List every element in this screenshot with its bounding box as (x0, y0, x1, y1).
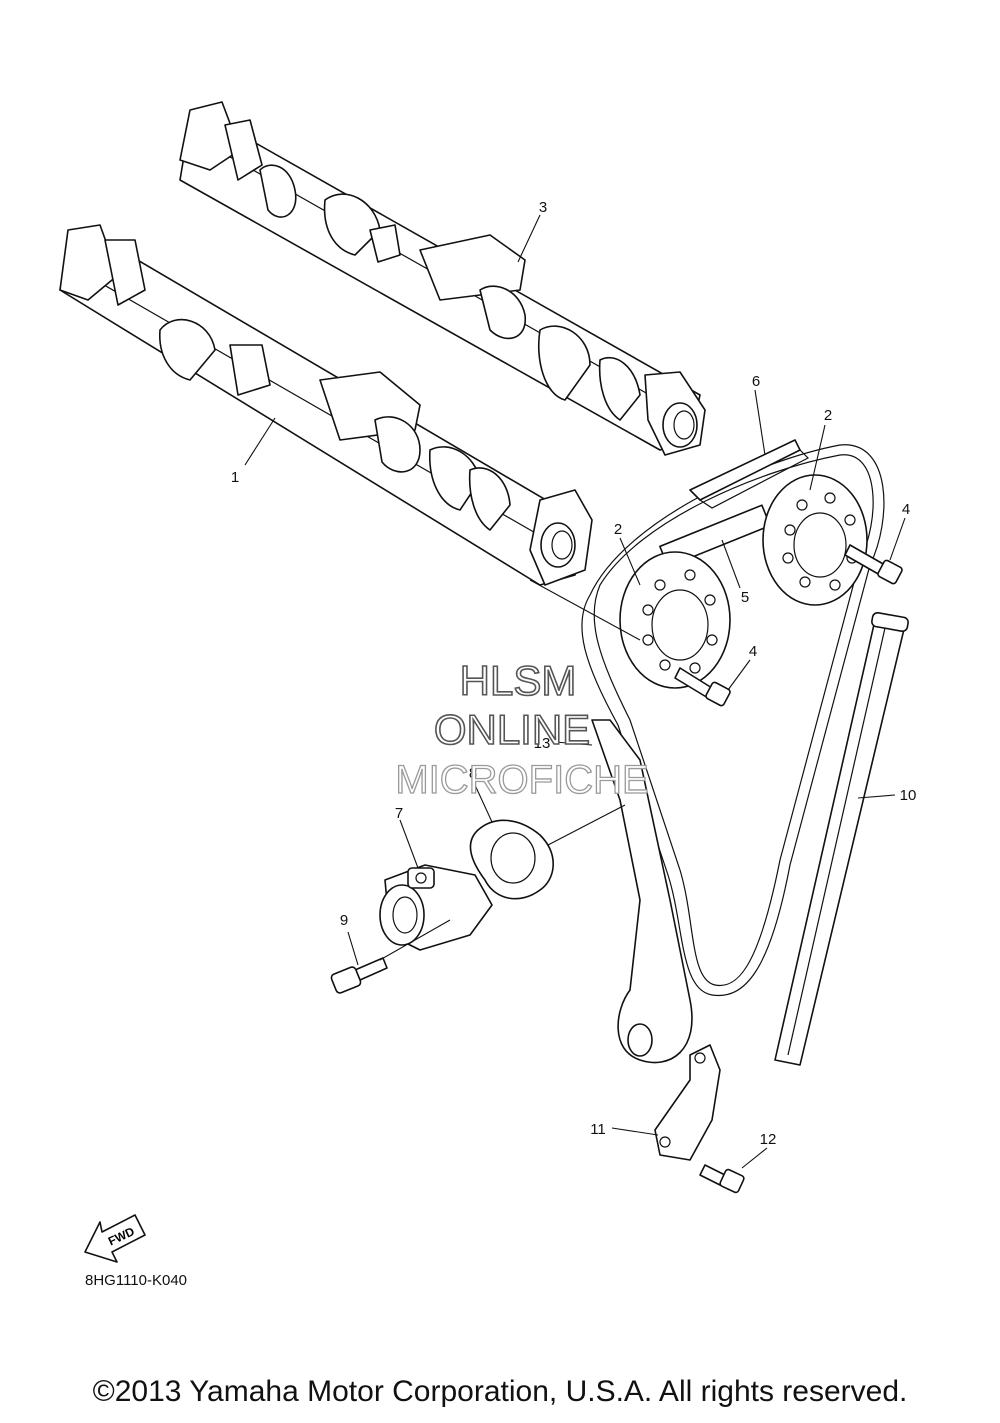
leader-lines (244, 214, 906, 1169)
tensioner-gasket[interactable] (469, 819, 554, 900)
watermark-line-1: HLSM (460, 657, 577, 704)
sprocket-bolt-right[interactable] (844, 544, 903, 585)
watermark-line-2: ONLINE (434, 706, 590, 753)
callout-2-left: 2 (614, 521, 622, 538)
callout-6: 6 (752, 373, 760, 390)
camshaft-intake[interactable] (59, 224, 593, 586)
callout-12: 12 (760, 1131, 777, 1148)
watermark-line-3: MICROFICHE (395, 758, 648, 802)
chain-guide-top[interactable] (689, 439, 810, 509)
diagram-code: 8HG1110-K040 (85, 1272, 187, 1289)
cam-chain-tensioner[interactable] (379, 864, 493, 951)
callout-2-right: 2 (824, 407, 832, 424)
callout-7: 7 (395, 805, 403, 822)
bracket-bolt[interactable] (699, 1164, 745, 1194)
callout-13: 13 (534, 735, 551, 752)
callout-3: 3 (539, 199, 547, 216)
callout-4-right: 4 (902, 501, 910, 518)
callout-10: 10 (900, 787, 917, 804)
forward-direction-arrow: FWD (84, 1214, 146, 1263)
callout-1: 1 (231, 469, 239, 486)
watermark: HLSM ONLINE MICROFICHE (395, 656, 650, 802)
exploded-view-drawing: 1 2 2 3 4 4 5 6 7 8 9 10 11 12 13 HLSM O… (59, 101, 917, 1289)
callout-11: 11 (590, 1121, 606, 1138)
callout-8: 8 (469, 765, 477, 782)
copyright-notice: ©2013 Yamaha Motor Corporation, U.S.A. A… (92, 1375, 908, 1408)
sprocket-bolt-left[interactable] (674, 667, 731, 707)
chain-guide-stationary[interactable] (774, 611, 909, 1066)
camshaft-exhaust[interactable] (179, 101, 706, 456)
callout-5: 5 (741, 589, 749, 606)
cam-sprocket-left[interactable] (619, 551, 731, 689)
guide-bracket[interactable] (654, 1044, 721, 1161)
callout-4-left: 4 (749, 643, 757, 660)
chain-tensioner-guide[interactable] (591, 719, 693, 1064)
cam-sprocket-right[interactable] (762, 474, 868, 606)
callout-9: 9 (340, 912, 348, 929)
tensioner-bolt[interactable] (330, 957, 388, 994)
